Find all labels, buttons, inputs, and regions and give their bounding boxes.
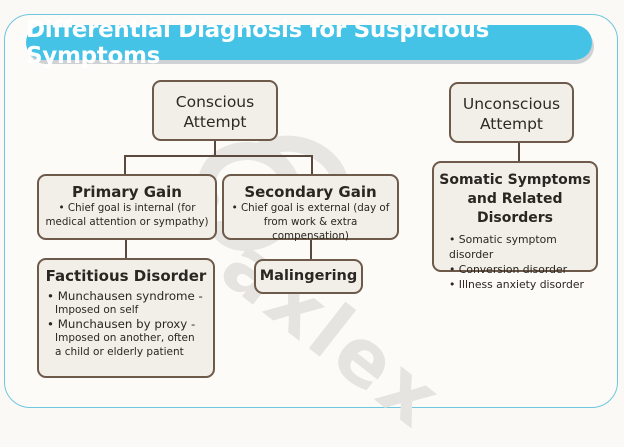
unconscious-line2: Attempt (479, 115, 544, 133)
title-banner: Differential Diagnosis for Suspicious Sy… (26, 17, 592, 69)
node-malingering: Malingering (254, 259, 363, 294)
factitious-item-sub: a child or elderly patient (55, 346, 184, 358)
conscious-line2: Attempt (183, 113, 247, 131)
node-somatic-symptoms: Somatic Symptoms and Related Disorders •… (432, 161, 598, 291)
factitious-heading: Factitious Disorder (45, 267, 207, 285)
connector-to-secondary (311, 155, 313, 174)
factitious-list: • Munchausen syndrome - Imposed on self … (47, 289, 213, 359)
somatic-list: • Somatic symptom disorder • Conversion … (449, 232, 596, 292)
connector-primary-to-factitious (125, 240, 127, 258)
secondary-gain-heading: Secondary Gain (244, 183, 377, 201)
node-unconscious-attempt: Unconscious Attempt (449, 82, 574, 143)
node-conscious-attempt: Conscious Attempt (152, 80, 278, 141)
node-factitious-disorder: Factitious Disorder • Munchausen syndrom… (37, 258, 215, 378)
factitious-item-main: • Munchausen syndrome - (47, 289, 203, 303)
node-primary-gain: Primary Gain • Chief goal is internal (f… (37, 174, 217, 240)
connector-secondary-to-malingering (310, 240, 312, 259)
diagram-title: Differential Diagnosis for Suspicious Sy… (26, 16, 490, 69)
node-secondary-gain: Secondary Gain • Chief goal is external … (222, 174, 399, 242)
somatic-heading-line1: Somatic Symptoms (439, 172, 591, 188)
factitious-item-main: • Munchausen by proxy - (47, 317, 196, 331)
secondary-gain-bullet-line2: from work & extra compensation) (263, 216, 358, 242)
unconscious-line1: Unconscious (462, 95, 561, 113)
primary-gain-heading: Primary Gain (72, 183, 182, 201)
connector-unconscious-to-somatic (518, 143, 520, 161)
malingering-heading: Malingering (259, 268, 358, 284)
connector-branch-horizontal (124, 155, 312, 157)
conscious-line1: Conscious (175, 93, 255, 111)
somatic-list-item: • Somatic symptom disorder (449, 233, 557, 261)
connector-conscious-down (214, 141, 216, 156)
secondary-gain-bullet-line1: • Chief goal is external (day of (231, 202, 390, 214)
somatic-heading-line2: and Related Disorders (467, 191, 563, 226)
somatic-list-item: • Conversion disorder (449, 263, 568, 276)
connector-to-primary (124, 155, 126, 174)
factitious-item-sub: Imposed on self (55, 304, 139, 316)
factitious-item-sub: Imposed on another, often (55, 332, 195, 344)
primary-gain-bullet-line2: medical attention or sympathy) (45, 216, 209, 228)
primary-gain-bullet-line1: • Chief goal is internal (for (58, 202, 196, 214)
somatic-list-item: • Illness anxiety disorder (449, 278, 584, 291)
